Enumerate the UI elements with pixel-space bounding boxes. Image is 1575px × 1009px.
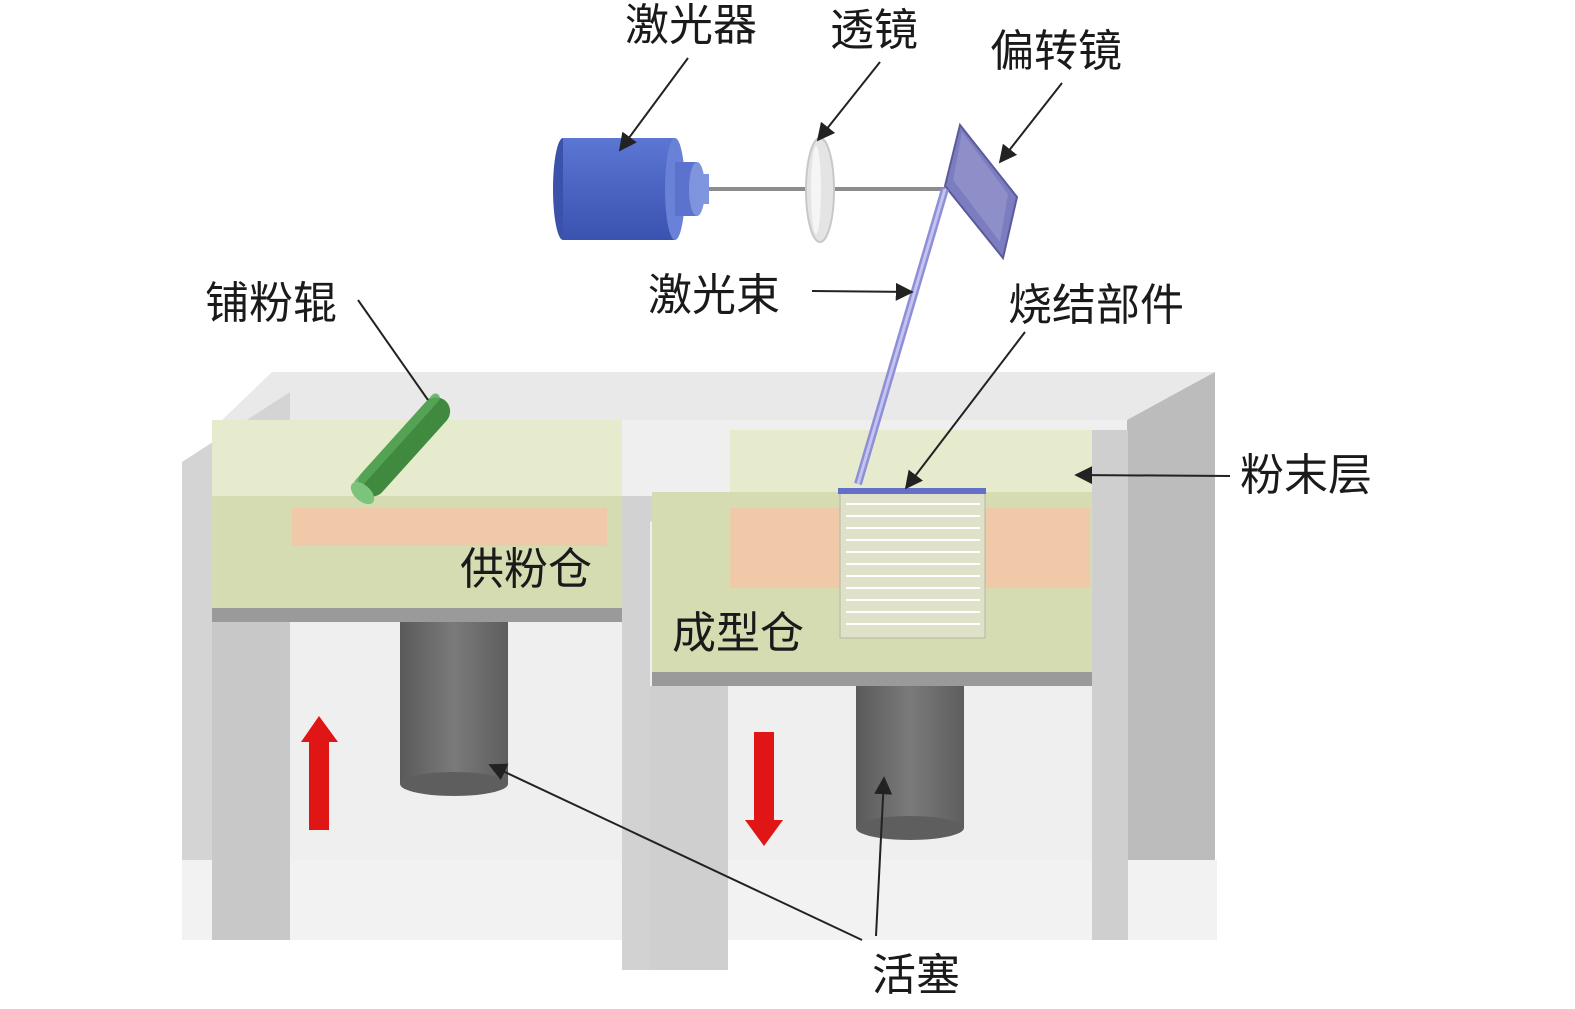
middle-divider-front (622, 496, 700, 970)
supply-platform (212, 608, 622, 622)
leader-laser (618, 57, 689, 152)
label-powder-layer: 粉末层 (1240, 450, 1372, 501)
leader-lens (816, 61, 881, 142)
supply-left-wall (212, 622, 290, 940)
leader-laser-beam (811, 282, 914, 301)
supply-bin: 供粉仓 (212, 420, 622, 940)
leader-piston-right (874, 776, 893, 937)
leader-sintered-part (904, 331, 1026, 490)
leader-powder-layer (1074, 466, 1231, 485)
label-supply-bin: 供粉仓 (460, 544, 592, 595)
supply-pink-zone (292, 508, 607, 546)
label-lens: 透镜 (830, 5, 918, 56)
label-laser: 激光器 (625, 0, 757, 51)
frame-top-rim (222, 372, 1215, 420)
down-arrow-icon (745, 732, 783, 846)
labels: 激光器 透镜 偏转镜 激光束 烧结部件 铺粉辊 粉末层 活塞 (205, 0, 1372, 1001)
build-piston (856, 686, 964, 828)
lens-icon (805, 137, 835, 243)
leader-deflector (998, 82, 1063, 164)
deflector-mirror-icon (943, 122, 1019, 261)
build-right-wall (1092, 430, 1128, 940)
laser-icon (553, 138, 709, 240)
label-build-bin: 成型仓 (672, 608, 804, 659)
label-roller: 铺粉辊 (205, 278, 337, 329)
frame-right-wall (1127, 372, 1215, 940)
build-piston-base (856, 816, 964, 840)
build-bin: 成型仓 (652, 430, 1128, 940)
leader-lines (357, 57, 1231, 941)
supply-piston-base (400, 772, 508, 796)
sinter-top-layer (838, 488, 986, 494)
middle-divider-lower (650, 686, 728, 970)
build-powder-top (730, 430, 1128, 492)
optics (553, 122, 1019, 486)
sintered-part (838, 488, 986, 639)
leader-roller (357, 299, 429, 401)
label-piston: 活塞 (872, 950, 960, 1001)
label-sintered-part: 烧结部件 (1008, 280, 1184, 331)
up-arrow-icon (301, 716, 338, 830)
build-platform (652, 672, 1092, 686)
label-laser-beam: 激光束 (648, 270, 780, 321)
label-deflector: 偏转镜 (990, 26, 1122, 77)
supply-piston (400, 622, 508, 784)
leader-piston-left (488, 763, 863, 941)
roller (350, 393, 451, 505)
